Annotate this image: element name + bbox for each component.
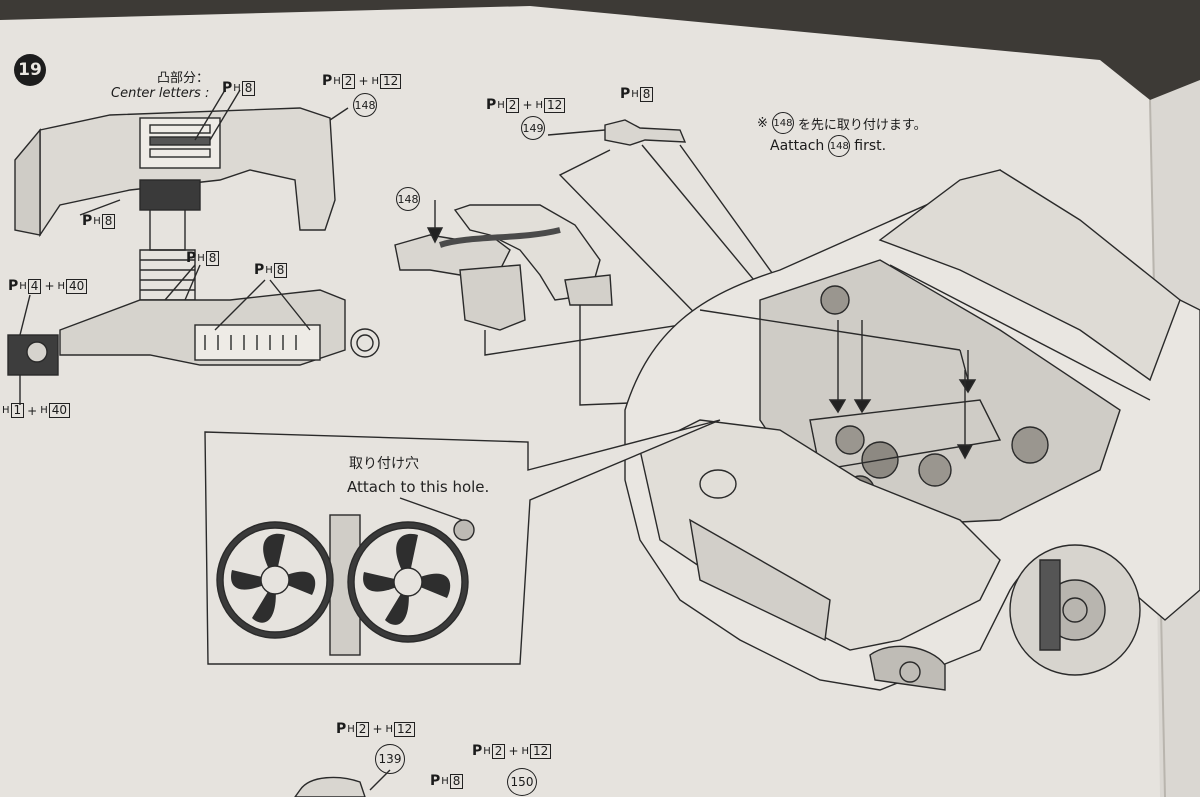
note-en-pre: Aattach [770, 138, 825, 154]
part-number-139: 139 [375, 744, 405, 774]
note-part-148: 148 [771, 112, 794, 134]
part-number-148: 148 [353, 93, 377, 117]
note-en: Aattach 148 first. [770, 135, 886, 157]
fan-callout-en: Attach to this hole. [347, 478, 490, 496]
step-number-badge: 19 [14, 54, 46, 86]
part-number-150: 150 [507, 768, 537, 796]
note-symbol: ※ [757, 115, 768, 131]
part-number-149: 149 [521, 116, 545, 140]
center-letters-jp: 凸部分： [157, 71, 210, 86]
note-jp: ※ 148 を先に取り付けます。 [757, 112, 927, 134]
fan-callout-jp: 取り付け穴 [349, 456, 419, 472]
note-en-post: first. [854, 138, 887, 154]
note-jp-text: を先に取り付けます。 [797, 117, 927, 133]
note-en-part-148: 148 [828, 135, 851, 157]
center-letters-en: Center letters : [111, 86, 210, 101]
part-number-148-middle: 148 [396, 187, 420, 211]
